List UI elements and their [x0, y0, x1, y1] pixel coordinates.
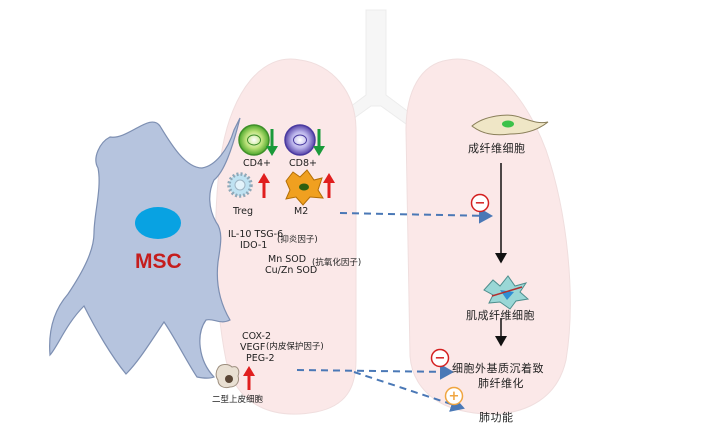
minus-symbol-1: − — [475, 196, 486, 211]
type2-epithelial-label: 二型上皮细胞 — [212, 395, 264, 405]
cd8-down-arrow — [313, 129, 325, 156]
treg-up-arrow — [258, 173, 270, 198]
msc-label: MSC — [135, 250, 182, 273]
fibroblast-icon — [471, 114, 549, 136]
ecm-inhibition-minus-icon: − — [430, 348, 450, 368]
cd8-cell-icon — [284, 124, 316, 156]
factor-peg2: PEG-2 — [246, 353, 275, 364]
m2-up-arrow — [323, 173, 335, 198]
cd8-label: CD8+ — [289, 158, 317, 169]
cd4-label: CD4+ — [243, 158, 271, 169]
factor-il10-tsg6: IL-10 TSG-6 — [228, 229, 284, 240]
pulmonary-fibrosis-label: 肺纤维化 — [478, 377, 524, 390]
lung-function-label: 肺功能 — [479, 411, 514, 424]
myofibroblast-label: 肌成纤维细胞 — [466, 309, 535, 322]
epithelial-up-arrow — [243, 366, 255, 390]
epithelial-to-ecm-dashed-arrow — [296, 363, 454, 380]
treg-cell-icon — [227, 172, 253, 198]
factor-cuzn-sod: Cu/Zn SOD — [265, 265, 318, 276]
lung-function-promotion-plus-icon: + — [444, 386, 464, 406]
anti-inflammatory-tag: (抑炎因子) — [277, 235, 318, 245]
immune-to-fibrosis-dashed-arrow — [339, 207, 493, 224]
myofibroblast-icon — [483, 275, 530, 310]
factor-vegf: VEGF — [240, 342, 266, 353]
cd4-cell-icon — [238, 124, 270, 156]
m2-macrophage-icon — [285, 169, 324, 206]
treg-label: Treg — [233, 206, 253, 217]
factor-ido1: IDO-1 — [240, 240, 268, 251]
minus-symbol-2: − — [435, 351, 446, 366]
cd4-down-arrow — [266, 129, 278, 156]
type2-epithelial-cell-icon — [215, 364, 240, 389]
msc-cell — [49, 117, 241, 379]
ecm-deposition-label: 细胞外基质沉着致 — [452, 362, 544, 375]
fibrosis-inhibition-minus-icon: − — [470, 193, 490, 213]
plus-symbol: + — [449, 389, 460, 404]
endothelial-protective-tag: (内皮保护因子) — [266, 342, 324, 352]
msc-nucleus — [135, 207, 181, 239]
m2-label: M2 — [294, 206, 309, 217]
fibroblast-label: 成纤维细胞 — [468, 142, 526, 155]
factor-mn-sod: Mn SOD — [268, 254, 307, 265]
factor-cox2: COX-2 — [242, 331, 272, 342]
antioxidant-tag: (抗氧化因子) — [312, 258, 362, 268]
